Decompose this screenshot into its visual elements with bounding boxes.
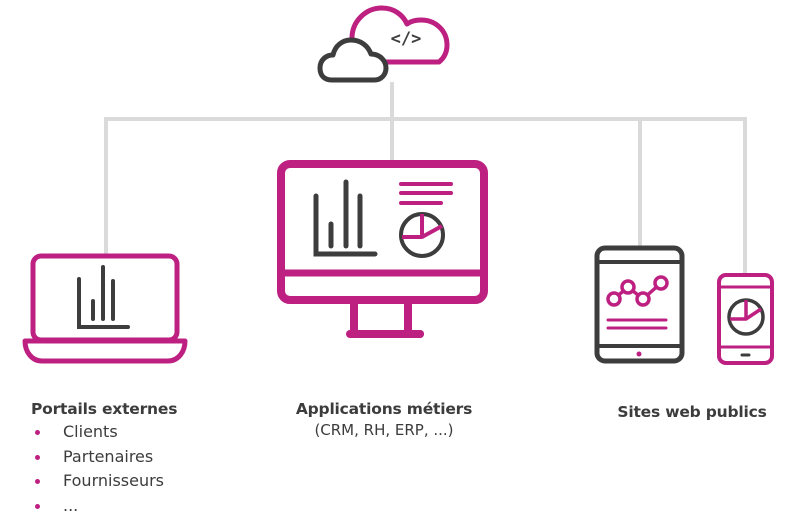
- node-applications: Applications métiers (CRM, RH, ERP, ...): [270, 400, 498, 439]
- monitor-dashboard-icon: [277, 160, 488, 338]
- cloud-code-icon: </>: [317, 5, 450, 83]
- sites-title: Sites web publics: [617, 403, 767, 421]
- bullet-icon: [35, 454, 40, 460]
- list-item: Fournisseurs: [31, 469, 177, 494]
- applications-title: Applications métiers: [295, 400, 473, 418]
- bullet-icon: [35, 503, 40, 509]
- laptop-chart-icon: [22, 253, 188, 364]
- tablet-icon: [594, 245, 685, 364]
- portails-list: Clients Partenaires Fournisseurs ...: [31, 420, 177, 518]
- cloud-front: [317, 37, 389, 83]
- code-glyph: </>: [391, 29, 422, 49]
- list-item: Clients: [31, 420, 177, 445]
- applications-subtitle: (CRM, RH, ERP, ...): [314, 421, 454, 439]
- phone-icon: [717, 273, 774, 365]
- connector-lines: [104, 82, 747, 273]
- list-item: ...: [31, 494, 177, 519]
- node-portails: Portails externes Clients Partenaires Fo…: [31, 400, 177, 518]
- list-item: Partenaires: [31, 445, 177, 470]
- cloud-back: [349, 5, 450, 65]
- node-sites: Sites web publics: [602, 403, 782, 421]
- bullet-icon: [35, 479, 40, 484]
- portails-title: Portails externes: [31, 400, 178, 418]
- bullet-icon: [35, 430, 40, 435]
